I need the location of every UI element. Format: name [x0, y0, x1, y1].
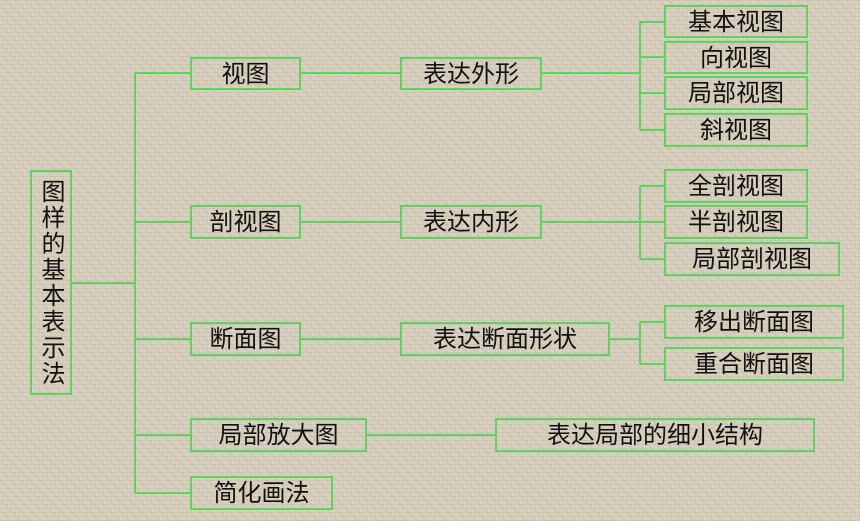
leaf-node-oblique-view: 斜视图: [664, 113, 808, 147]
purpose-node-internal: 表达内形: [400, 205, 542, 239]
purpose-node-external: 表达外形: [400, 57, 542, 90]
leaf-node-partial-view: 局部视图: [664, 76, 808, 110]
leaf-node-removed-section: 移出断面图: [664, 305, 844, 339]
branch-node-sectional-views: 剖视图: [190, 205, 301, 239]
leaf-node-half-section: 半剖视图: [664, 205, 808, 239]
leaf-node-basic-view: 基本视图: [664, 5, 808, 38]
branch-node-sections: 断面图: [190, 322, 301, 356]
purpose-node-detail-structure: 表达局部的细小结构: [495, 418, 815, 452]
purpose-node-section-shape: 表达断面形状: [400, 322, 610, 356]
leaf-node-direction-view: 向视图: [664, 41, 808, 74]
leaf-node-partial-section: 局部剖视图: [664, 242, 840, 276]
branch-node-views: 视图: [190, 57, 301, 90]
leaf-node-revolved-section: 重合断面图: [664, 347, 844, 381]
branch-node-partial-enlarged: 局部放大图: [190, 418, 367, 452]
leaf-node-full-section: 全剖视图: [664, 169, 808, 203]
branch-node-simplified: 简化画法: [190, 476, 333, 510]
root-node: 图样的基本表示法: [30, 170, 72, 395]
